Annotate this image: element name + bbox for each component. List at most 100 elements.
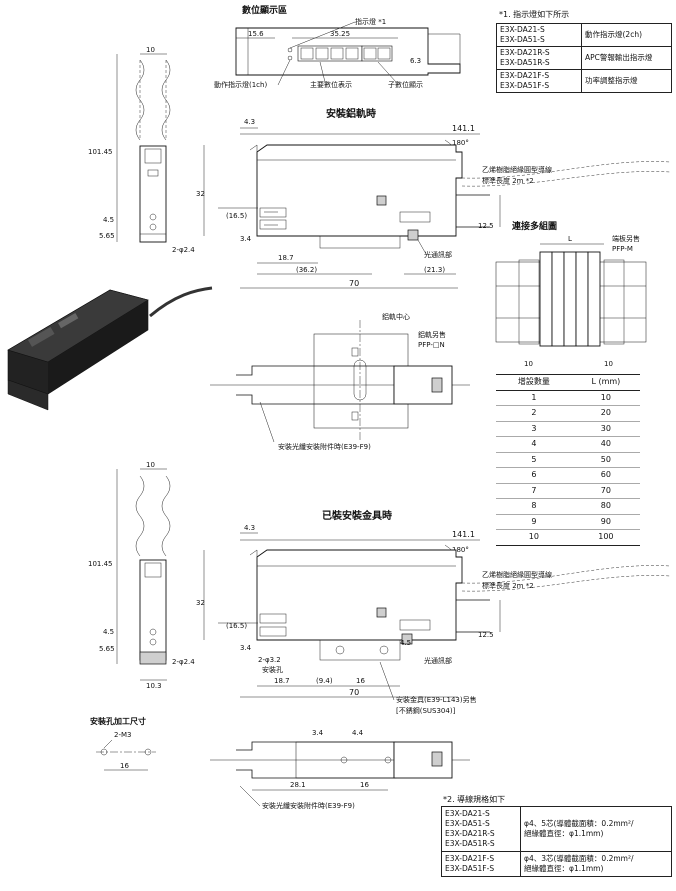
- svg-text:5.65: 5.65: [99, 645, 115, 653]
- svg-text:32: 32: [196, 599, 205, 607]
- svg-text:4.3: 4.3: [244, 118, 255, 126]
- cable-length-label: 標準長度 2m *2: [482, 176, 534, 185]
- svg-text:10: 10: [604, 360, 613, 368]
- note-2-title: *2. 導線規格如下: [443, 795, 506, 804]
- bracket-mount-view: 已裝安裝金具時 4.3 141.1 180° 32 (16.5) 3.4 12.…: [196, 509, 671, 715]
- svg-text:安裝金具(E39-L143)另售: 安裝金具(E39-L143)另售: [396, 695, 477, 704]
- svg-text:2-φ2.4: 2-φ2.4: [172, 246, 195, 254]
- svg-text:PFP-□N: PFP-□N: [418, 341, 445, 349]
- display-section-title: 數位顯示區: [242, 4, 287, 16]
- svg-text:L: L: [568, 235, 572, 243]
- sub-display-label: 子數位顯示: [388, 80, 423, 89]
- col-header-length: L (mm): [571, 374, 640, 391]
- svg-text:4.5: 4.5: [400, 639, 411, 647]
- svg-text:3.4: 3.4: [240, 235, 252, 243]
- svg-text:端板另售: 端板另售: [612, 234, 640, 243]
- multi-section-title: 連接多組圖: [512, 220, 557, 232]
- svg-text:(21.3): (21.3): [424, 266, 445, 274]
- svg-text:10.3: 10.3: [146, 682, 162, 690]
- svg-text:3.4: 3.4: [240, 644, 252, 652]
- svg-text:180°: 180°: [452, 139, 469, 147]
- svg-text:PFP-M: PFP-M: [612, 245, 633, 253]
- multi-unit-diagram: 連接多組圖 端板另售 PFP-M L 10 10: [495, 220, 647, 368]
- svg-text:10: 10: [146, 461, 155, 469]
- svg-text:101.45: 101.45: [88, 560, 113, 568]
- indicator-label: 指示燈 *1: [355, 17, 386, 26]
- svg-text:3.4: 3.4: [312, 729, 324, 737]
- note-1-title: *1. 指示燈如下所示: [499, 10, 570, 19]
- receiver-label: 光通訊部: [424, 250, 452, 259]
- side-view-2: 10 101.45 4.5 5.65 2-φ2.4 10.3: [88, 461, 195, 690]
- svg-text:2-φ3.2: 2-φ3.2: [258, 656, 281, 664]
- dim-15-6: 15.6: [248, 30, 264, 38]
- svg-text:16: 16: [360, 781, 369, 789]
- rail-center-view: 鋁軌中心 鋁軌另售 PFP-□N 安裝光纖安裝附件時(E39-F9): [210, 312, 470, 451]
- svg-text:2-φ2.4: 2-φ2.4: [172, 658, 195, 666]
- action-indicator-label: 動作指示燈(1ch): [214, 80, 267, 89]
- svg-text:32: 32: [196, 190, 205, 198]
- svg-text:180°: 180°: [452, 546, 469, 554]
- svg-text:5.65: 5.65: [99, 232, 115, 240]
- bottom-view: 3.4 4.4 28.1 16 安裝光纖安裝附件時(E39-F9): [210, 729, 470, 810]
- svg-text:4.5: 4.5: [103, 216, 114, 224]
- svg-text:16: 16: [356, 677, 365, 685]
- svg-text:6.3: 6.3: [410, 57, 421, 65]
- svg-text:標準長度 2m *2: 標準長度 2m *2: [482, 581, 534, 590]
- bracket-section-title: 已裝安裝金具時: [322, 509, 392, 522]
- svg-text:(36.2): (36.2): [296, 266, 317, 274]
- svg-text:乙烯樹脂絕緣圓型導線: 乙烯樹脂絕緣圓型導線: [482, 570, 552, 579]
- svg-text:70: 70: [349, 688, 359, 697]
- main-display-label: 主要數位表示: [310, 80, 352, 89]
- display-section: 數位顯示區 15.6 35.25 6.3 指示燈 *1 動作指示燈(1ch) 主…: [214, 4, 461, 89]
- svg-text:35.25: 35.25: [330, 30, 350, 38]
- svg-text:70: 70: [349, 279, 359, 288]
- accessory-label-top: 安裝光纖安裝附件時(E39-F9): [278, 442, 371, 451]
- svg-text:141.1: 141.1: [452, 124, 475, 133]
- rail-section-title: 安裝鋁軌時: [326, 107, 376, 120]
- rail-mount-view: 安裝鋁軌時 4.3 141.1 180° 32 (16.5) 3.4 18.7 …: [196, 107, 671, 289]
- svg-text:2-M3: 2-M3: [114, 731, 131, 739]
- mount-hole-title: 安裝孔加工尺寸: [90, 716, 146, 726]
- accessory-label-bottom: 安裝光纖安裝附件時(E39-F9): [262, 801, 355, 810]
- cable-label: 乙烯樹脂絕緣圓型導線: [482, 165, 552, 174]
- product-photo: [7, 286, 213, 411]
- svg-text:28.1: 28.1: [290, 781, 306, 789]
- svg-text:4.5: 4.5: [103, 628, 114, 636]
- svg-text:光通訊部: 光通訊部: [424, 656, 452, 665]
- svg-text:16: 16: [120, 762, 129, 770]
- svg-text:4.4: 4.4: [352, 729, 364, 737]
- sub-digit-display: [361, 45, 393, 62]
- svg-text:18.7: 18.7: [274, 677, 290, 685]
- main-digit-display: [297, 45, 363, 62]
- svg-text:[不銹鋼(SUS304)]: [不銹鋼(SUS304)]: [396, 706, 456, 715]
- svg-text:4.3: 4.3: [244, 524, 255, 532]
- svg-text:(16.5): (16.5): [226, 212, 247, 220]
- svg-text:18.7: 18.7: [278, 254, 294, 262]
- col-header-count: 增設數量: [496, 374, 572, 391]
- svg-text:141.1: 141.1: [452, 530, 475, 539]
- svg-text:(16.5): (16.5): [226, 622, 247, 630]
- svg-text:(9.4): (9.4): [316, 677, 333, 685]
- svg-text:安裝孔: 安裝孔: [262, 665, 283, 674]
- side-view-1: 10 101.45 4.5 5.65 2-φ2.4: [88, 46, 195, 254]
